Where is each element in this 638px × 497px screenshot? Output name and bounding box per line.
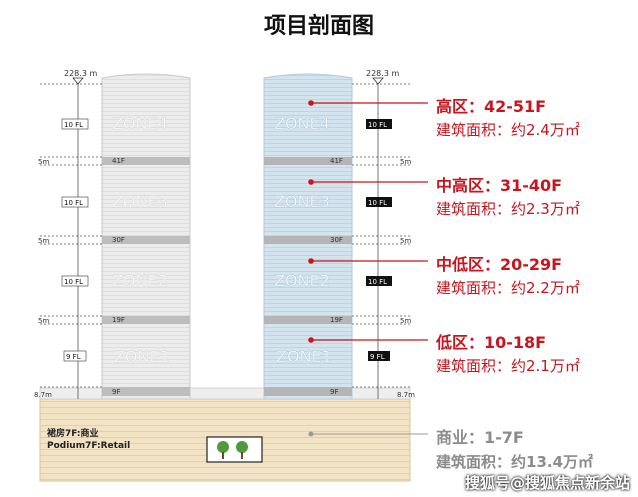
zone-name-left: ZONE2 — [112, 271, 168, 290]
refuge-floor-right: 30F — [330, 236, 343, 244]
height-label-right: 228.3 m — [366, 69, 399, 78]
left-tower — [101, 73, 191, 400]
zone-low-title: 低区：10-18F — [436, 333, 547, 352]
podium-area: 建筑面积：约13.4万㎡ — [436, 453, 594, 471]
podium-label-en: Podium7F:Retail — [47, 441, 131, 451]
zone-leader-dot — [308, 179, 314, 185]
right-dimension-line — [352, 83, 412, 399]
zone-name-right: ZONE3 — [274, 192, 330, 211]
page-title: 项目剖面图 — [263, 14, 374, 39]
floor-count-left: 10 FL — [64, 278, 83, 286]
ground-label-left: 8.7m — [34, 391, 52, 399]
refuge-band — [264, 236, 352, 244]
refuge-floor-right: 19F — [330, 316, 343, 324]
zone-name-left: ZONE4 — [112, 114, 168, 133]
gap-label-left: 5m — [38, 317, 49, 325]
gap-label-left: 5m — [38, 237, 49, 245]
podium-label-cn: 裙房7F:商业 — [47, 429, 99, 439]
gap-label-left: 5m — [38, 158, 49, 166]
height-label-left: 228.3 m — [64, 69, 97, 78]
refuge-floor-right: 9F — [330, 388, 338, 396]
zone-leader-dot — [308, 258, 314, 264]
floor-count-right: 10 FL — [368, 199, 387, 207]
refuge-floor-left: 9F — [112, 388, 120, 396]
zone-name-left: ZONE1 — [114, 347, 170, 366]
floor-count-left: 10 FL — [64, 121, 83, 129]
refuge-floor-left: 41F — [112, 157, 125, 165]
gap-label-right: 5m — [400, 317, 411, 325]
refuge-floor-right: 41F — [330, 157, 343, 165]
right-tower — [263, 73, 353, 400]
height-marker-icon — [372, 77, 384, 85]
podium-title: 商业：1-7F — [436, 428, 524, 447]
refuge-band — [102, 157, 190, 165]
floor-count-right: 10 FL — [368, 278, 387, 286]
ground-label-right: 8.7m — [397, 391, 415, 399]
refuge-band — [264, 316, 352, 324]
podium-roof — [39, 387, 411, 400]
zone-name-left: ZONE3 — [112, 192, 168, 211]
floor-count-left: 9 FL — [66, 353, 81, 361]
refuge-band — [102, 316, 190, 324]
zone-leader-dot — [308, 100, 314, 106]
refuge-floor-left: 19F — [112, 316, 125, 324]
zone-high-area: 建筑面积：约2.4万㎡ — [436, 121, 580, 139]
zone-name-right: ZONE4 — [274, 114, 330, 133]
left-dimension-line — [40, 83, 102, 399]
refuge-band — [264, 157, 352, 165]
podium-leader-dot — [308, 431, 314, 437]
zone-midhigh-area: 建筑面积：约2.3万㎡ — [436, 200, 580, 218]
zone-leader-dot — [308, 337, 314, 343]
refuge-band — [264, 387, 352, 396]
podium-trees-image — [206, 436, 263, 463]
floor-count-right: 10 FL — [368, 121, 387, 129]
zone-low-area: 建筑面积：约2.1万㎡ — [436, 357, 580, 375]
height-marker-icon — [72, 77, 84, 85]
zone-name-right: ZONE1 — [276, 347, 332, 366]
watermark: 搜狐号@搜狐焦点新余站 — [464, 474, 630, 492]
zone-midlow-area: 建筑面积：约2.2万㎡ — [436, 279, 580, 297]
zone-name-right: ZONE2 — [274, 271, 330, 290]
refuge-floor-left: 30F — [112, 236, 125, 244]
floor-count-right: 9 FL — [370, 353, 385, 361]
refuge-band — [102, 387, 190, 396]
refuge-band — [102, 236, 190, 244]
zone-midlow-title: 中低区：20-29F — [436, 255, 563, 274]
zone-high-title: 高区：42-51F — [436, 97, 547, 116]
gap-label-right: 5m — [400, 237, 411, 245]
zone-midhigh-title: 中高区：31-40F — [436, 176, 563, 195]
floor-count-left: 10 FL — [64, 199, 83, 207]
gap-label-right: 5m — [400, 158, 411, 166]
